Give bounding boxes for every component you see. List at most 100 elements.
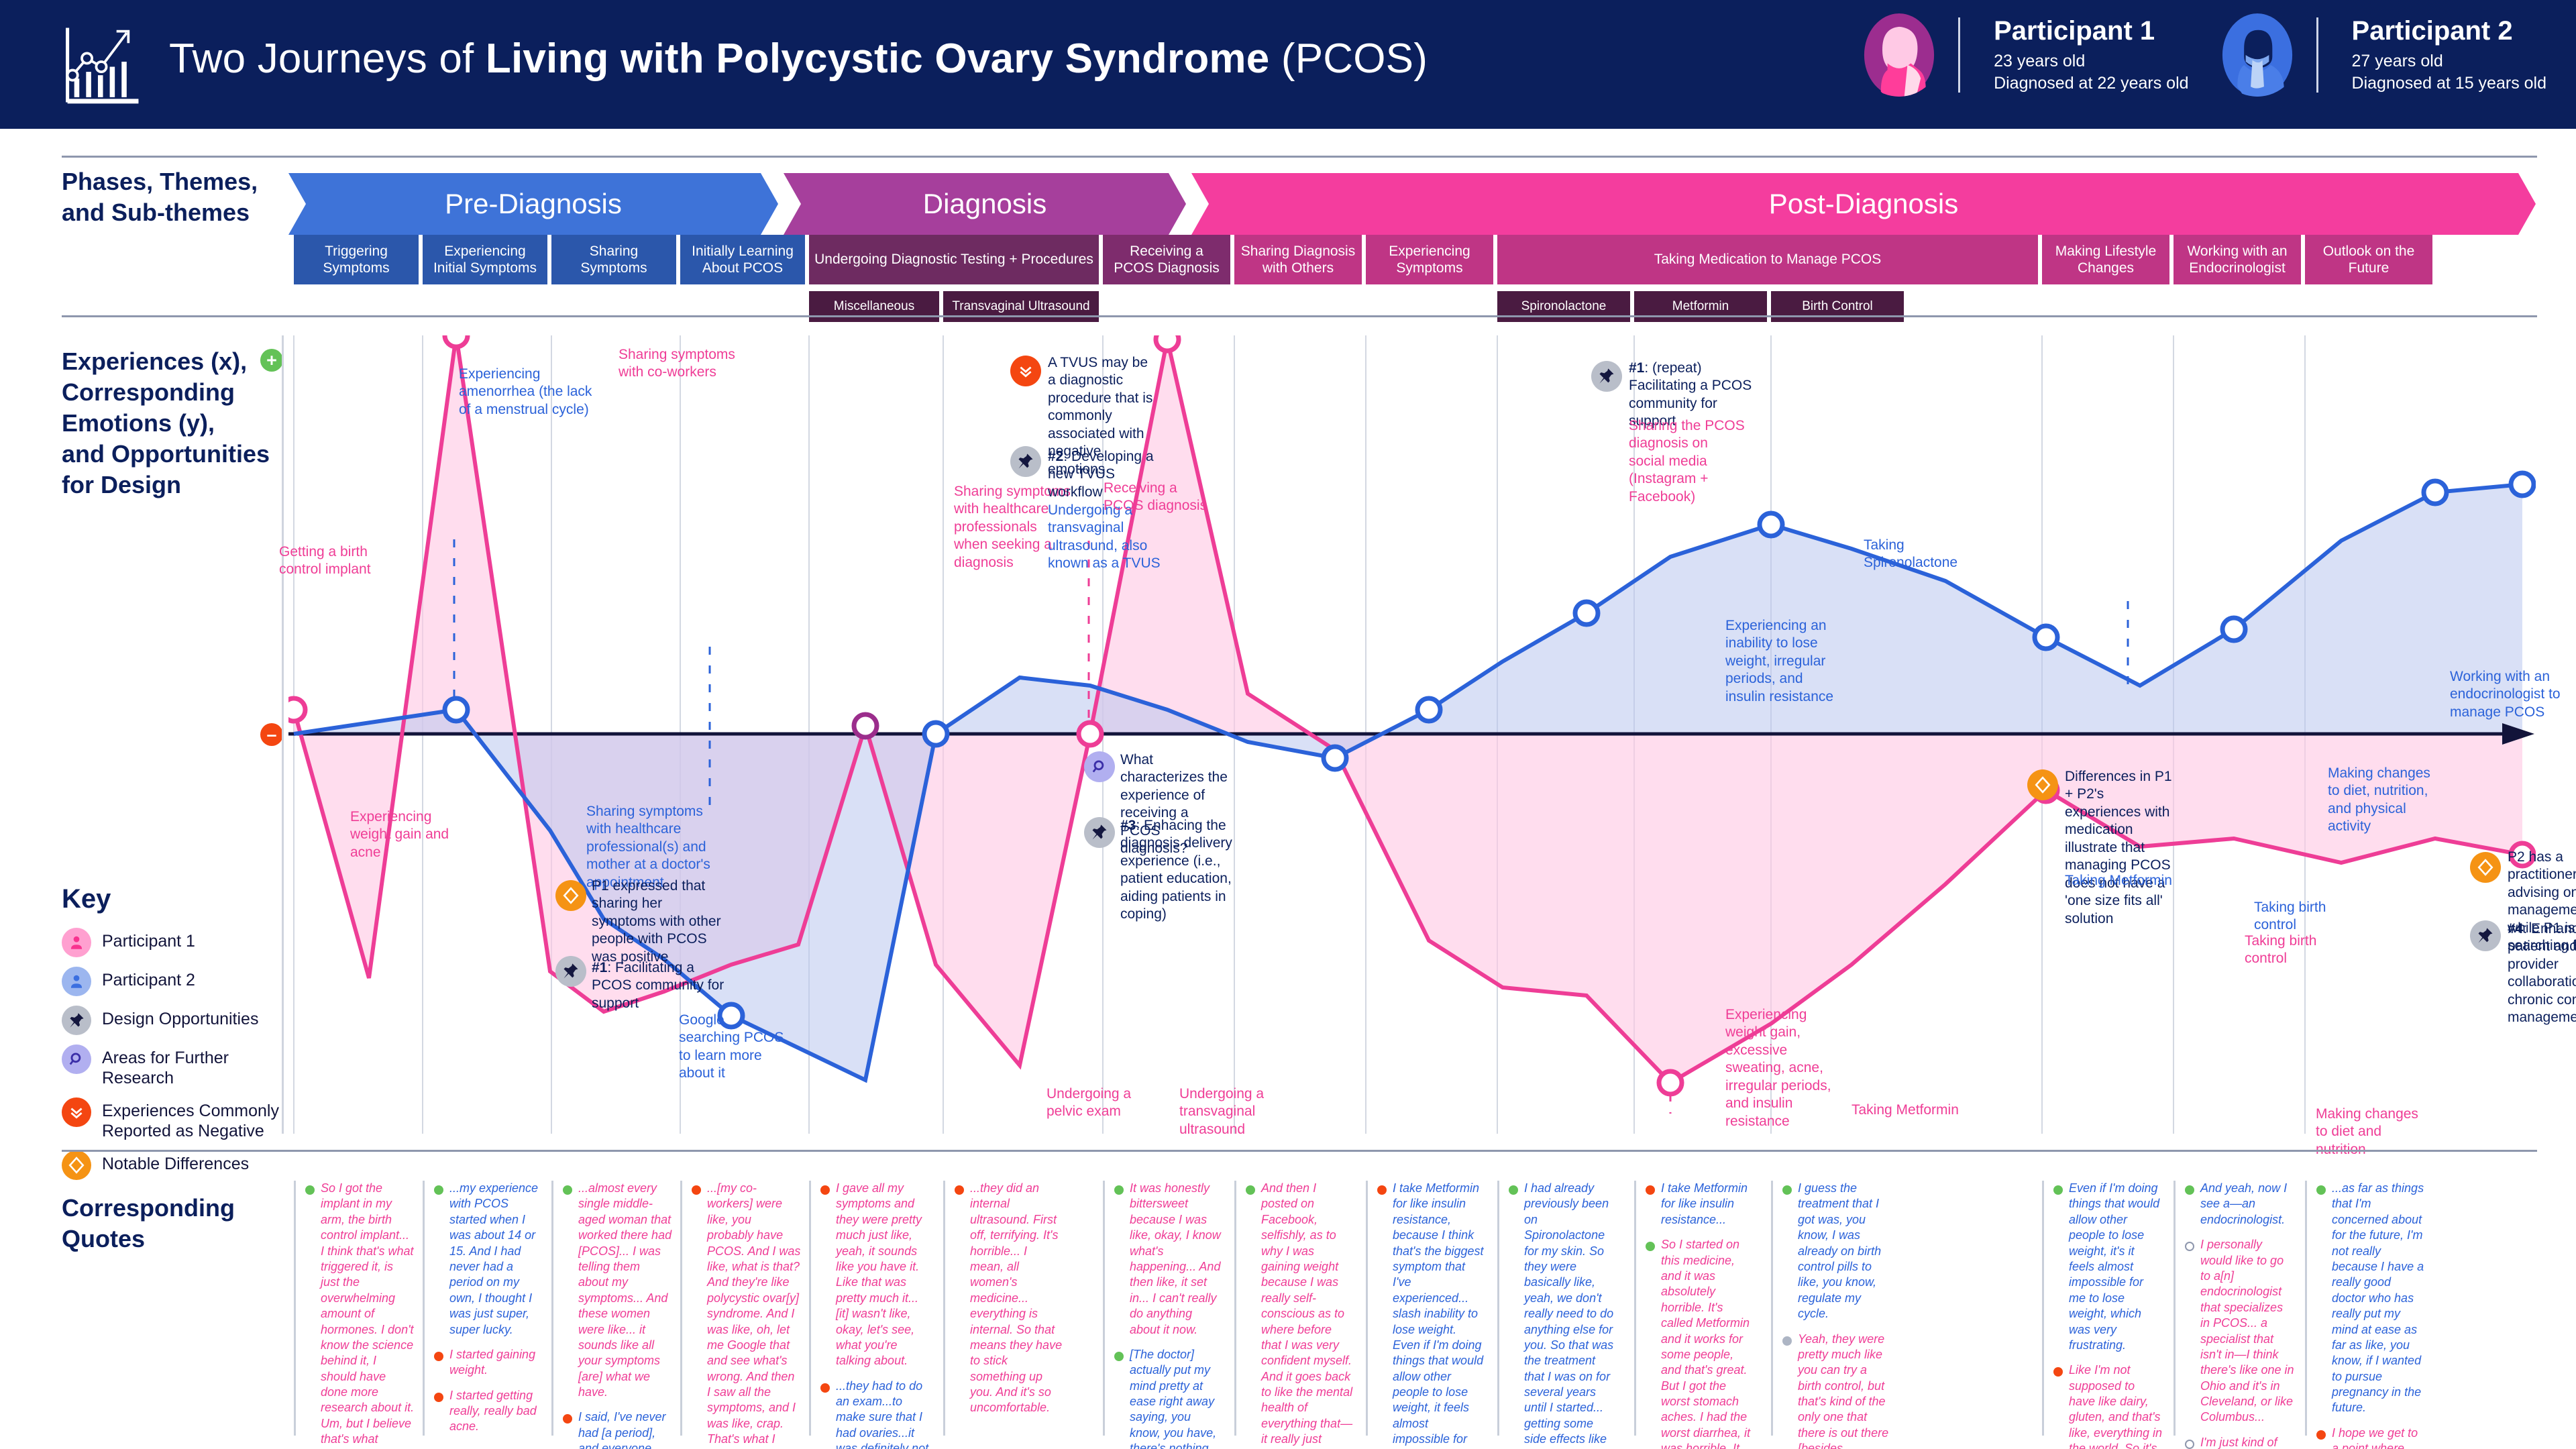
- divider: [2316, 17, 2318, 93]
- annotation-text: Sharing symptoms with co-workers: [619, 347, 735, 380]
- annotation-a15: Receiving a PCOS diagnosis: [1104, 480, 1211, 515]
- quote-text: So I started on this medicine, and it wa…: [1661, 1238, 1751, 1449]
- annotation-text: Experiencing weight gain and acne: [350, 809, 449, 860]
- annotation-text: : Enhancing patient and provider collabo…: [2508, 921, 2576, 1026]
- page-header: Two Journeys of Living with Polycystic O…: [0, 0, 2576, 129]
- annotation-a16: What characterizes the experience of rec…: [1120, 751, 1228, 858]
- quote-item: Like I'm not supposed to have like dairy…: [2053, 1362, 2163, 1449]
- key-item-5: Experiences Commonly Reported as Negativ…: [62, 1097, 283, 1141]
- annotation-text: Experiencing an inability to lose weight…: [1725, 618, 1834, 704]
- quote-tone-dot: [820, 1185, 830, 1195]
- quote-text: Yeah, they were pretty much like you can…: [1798, 1332, 1889, 1449]
- divider-top: [62, 156, 2537, 158]
- subtheme-4[interactable]: Initially Learning About PCOS: [680, 235, 805, 284]
- key-item-4: Areas for Further Research: [62, 1044, 283, 1088]
- quote-item: [The doctor] actually put my mind pretty…: [1114, 1347, 1224, 1449]
- p1-leaders: [1087, 533, 1672, 1114]
- quote-column-13: Even if I'm doing things that would allo…: [2042, 1181, 2163, 1449]
- subtheme-1[interactable]: Triggering Symptoms: [294, 235, 419, 284]
- quote-tone-dot: [563, 1185, 572, 1195]
- quote-column-1: So I got the implant in my arm, the birt…: [294, 1181, 415, 1449]
- quote-tone-dot: [820, 1383, 830, 1393]
- subtheme-12[interactable]: Outlook on the Future: [2305, 235, 2432, 284]
- quote-tone-dot: [434, 1392, 443, 1402]
- phase-2[interactable]: Diagnosis: [784, 173, 1186, 235]
- subtheme-8[interactable]: Experiencing Symptoms: [1366, 235, 1493, 284]
- divider: [1958, 17, 1961, 93]
- annotation-text: Undergoing a pelvic exam: [1046, 1086, 1132, 1120]
- quote-tone-dot: [2316, 1430, 2326, 1440]
- quote-text: And then I posted on Facebook, selfishly…: [1261, 1181, 1354, 1449]
- magnifier-icon: [62, 1044, 91, 1074]
- subtheme-6[interactable]: Receiving a PCOS Diagnosis: [1103, 235, 1230, 284]
- key-item-label: Areas for Further Research: [102, 1049, 229, 1087]
- annotation-a21: Experiencing weight gain, excessive swea…: [1725, 1006, 1846, 1130]
- key-title: Key: [62, 884, 111, 914]
- quote-item: ...my experience with PCOS started when …: [434, 1181, 543, 1338]
- participant-2-block: Participant 2 27 years old Diagnosed at …: [2216, 13, 2546, 97]
- subtheme-3[interactable]: Sharing Symptoms: [551, 235, 676, 284]
- p2-markers: [442, 470, 2536, 1030]
- annotation-a3: Experiencing amenorrhea (the lack of a m…: [459, 366, 596, 419]
- chart-logo-icon: [59, 23, 144, 107]
- annotation-text: Taking Metformin: [2065, 873, 2172, 888]
- diamond-icon: [2027, 769, 2058, 800]
- opportunity-number: #4: [2508, 921, 2524, 936]
- annotation-text: Taking birth control: [2254, 900, 2326, 933]
- double-chevron-down-icon: [62, 1097, 91, 1127]
- annotation-text: : Facilitating a PCOS community for supp…: [592, 960, 724, 1011]
- quote-column-4: ...[my co-workers] were like, you probab…: [680, 1181, 801, 1449]
- pin-icon: [62, 1006, 91, 1035]
- annotation-text: Receiving a PCOS diagnosis: [1104, 480, 1208, 514]
- phase-3[interactable]: Post-Diagnosis: [1191, 173, 2536, 235]
- phase-1[interactable]: Pre-Diagnosis: [288, 173, 778, 235]
- subtheme-9[interactable]: Taking Medication to Manage PCOS: [1497, 235, 2038, 284]
- quote-text: I had already previously been on Spirono…: [1524, 1181, 1614, 1449]
- annotation-a17: #3: Enhacing the diagnosis delivery expe…: [1120, 817, 1241, 924]
- journey-chart: Getting a birth control implant Experien…: [279, 335, 2576, 1157]
- subtheme-10[interactable]: Making Lifestyle Changes: [2042, 235, 2169, 284]
- annotation-text: Taking birth control: [2245, 933, 2317, 967]
- quote-text: So I got the implant in my arm, the birt…: [321, 1181, 415, 1449]
- chart-section-label: Experiences (x), Corresponding Emotions …: [62, 347, 270, 499]
- quote-tone-dot: [2185, 1439, 2194, 1449]
- annotation-text: Making changes to diet, nutrition, and p…: [2328, 765, 2430, 835]
- quote-column-10: I had already previously been on Spirono…: [1497, 1181, 1618, 1449]
- subtheme-2[interactable]: Experiencing Initial Symptoms: [423, 235, 547, 284]
- quote-item: I hope we get to a point where people ar…: [2316, 1426, 2426, 1449]
- quote-item: ...as far as things that I'm concerned a…: [2316, 1181, 2426, 1416]
- sub-subtheme-5[interactable]: Birth Control: [1771, 291, 1904, 322]
- quote-text: ...they had to do an exam...to make sure…: [836, 1379, 929, 1449]
- quote-text: ...my experience with PCOS started when …: [449, 1181, 539, 1336]
- quote-tone-dot: [434, 1351, 443, 1361]
- participant-1-block: Participant 1 23 years old Diagnosed at …: [1858, 13, 2189, 97]
- annotation-text: Differences in P1 + P2's experiences wit…: [2065, 769, 2172, 926]
- key-item-2: Participant 2: [62, 967, 283, 996]
- subtheme-5[interactable]: Undergoing Diagnostic Testing + Procedur…: [809, 235, 1099, 284]
- sub-subtheme-3[interactable]: Spironolactone: [1497, 291, 1630, 322]
- annotation-a19: Sharing the PCOS diagnosis on social med…: [1629, 417, 1746, 506]
- quote-column-11: I take Metformin for like insulin resist…: [1634, 1181, 1755, 1449]
- sub-subtheme-2[interactable]: Transvaginal Ultrasound: [943, 291, 1099, 322]
- quote-item: So I got the implant in my arm, the birt…: [305, 1181, 415, 1449]
- participant-2-name: Participant 2: [2351, 15, 2513, 46]
- pin-icon: [1010, 446, 1041, 477]
- annotation-a4: Sharing symptoms with co-workers: [619, 346, 738, 382]
- pin-icon: [1084, 817, 1115, 848]
- quote-item: Even if I'm doing things that would allo…: [2053, 1181, 2163, 1353]
- subtheme-7[interactable]: Sharing Diagnosis with Others: [1234, 235, 1362, 284]
- quote-item: ...they did an internal ultrasound. Firs…: [955, 1181, 1064, 1416]
- annotation-text: : Developing a new TVUS workflow: [1048, 449, 1154, 500]
- annotation-a10: A TVUS may be a diagnostic procedure tha…: [1048, 354, 1159, 478]
- sub-subtheme-4[interactable]: Metformin: [1634, 291, 1767, 322]
- quote-tone-dot: [434, 1185, 443, 1195]
- annotation-a22: Taking Spironolactone: [1864, 537, 1984, 572]
- annotation-a9: Sharing symptoms with healthcare profess…: [954, 483, 1072, 572]
- quote-tone-dot: [563, 1414, 572, 1424]
- quote-tone-dot: [1114, 1185, 1124, 1195]
- quote-tone-dot: [2185, 1242, 2194, 1252]
- annotation-a5: Sharing symptoms with healthcare profess…: [586, 803, 727, 892]
- subtheme-11[interactable]: Working with an Endocrinologist: [2174, 235, 2301, 284]
- sub-subtheme-1[interactable]: Miscellaneous: [809, 291, 939, 322]
- quote-text: And yeah, now I see a—an endocrinologist…: [2200, 1181, 2288, 1226]
